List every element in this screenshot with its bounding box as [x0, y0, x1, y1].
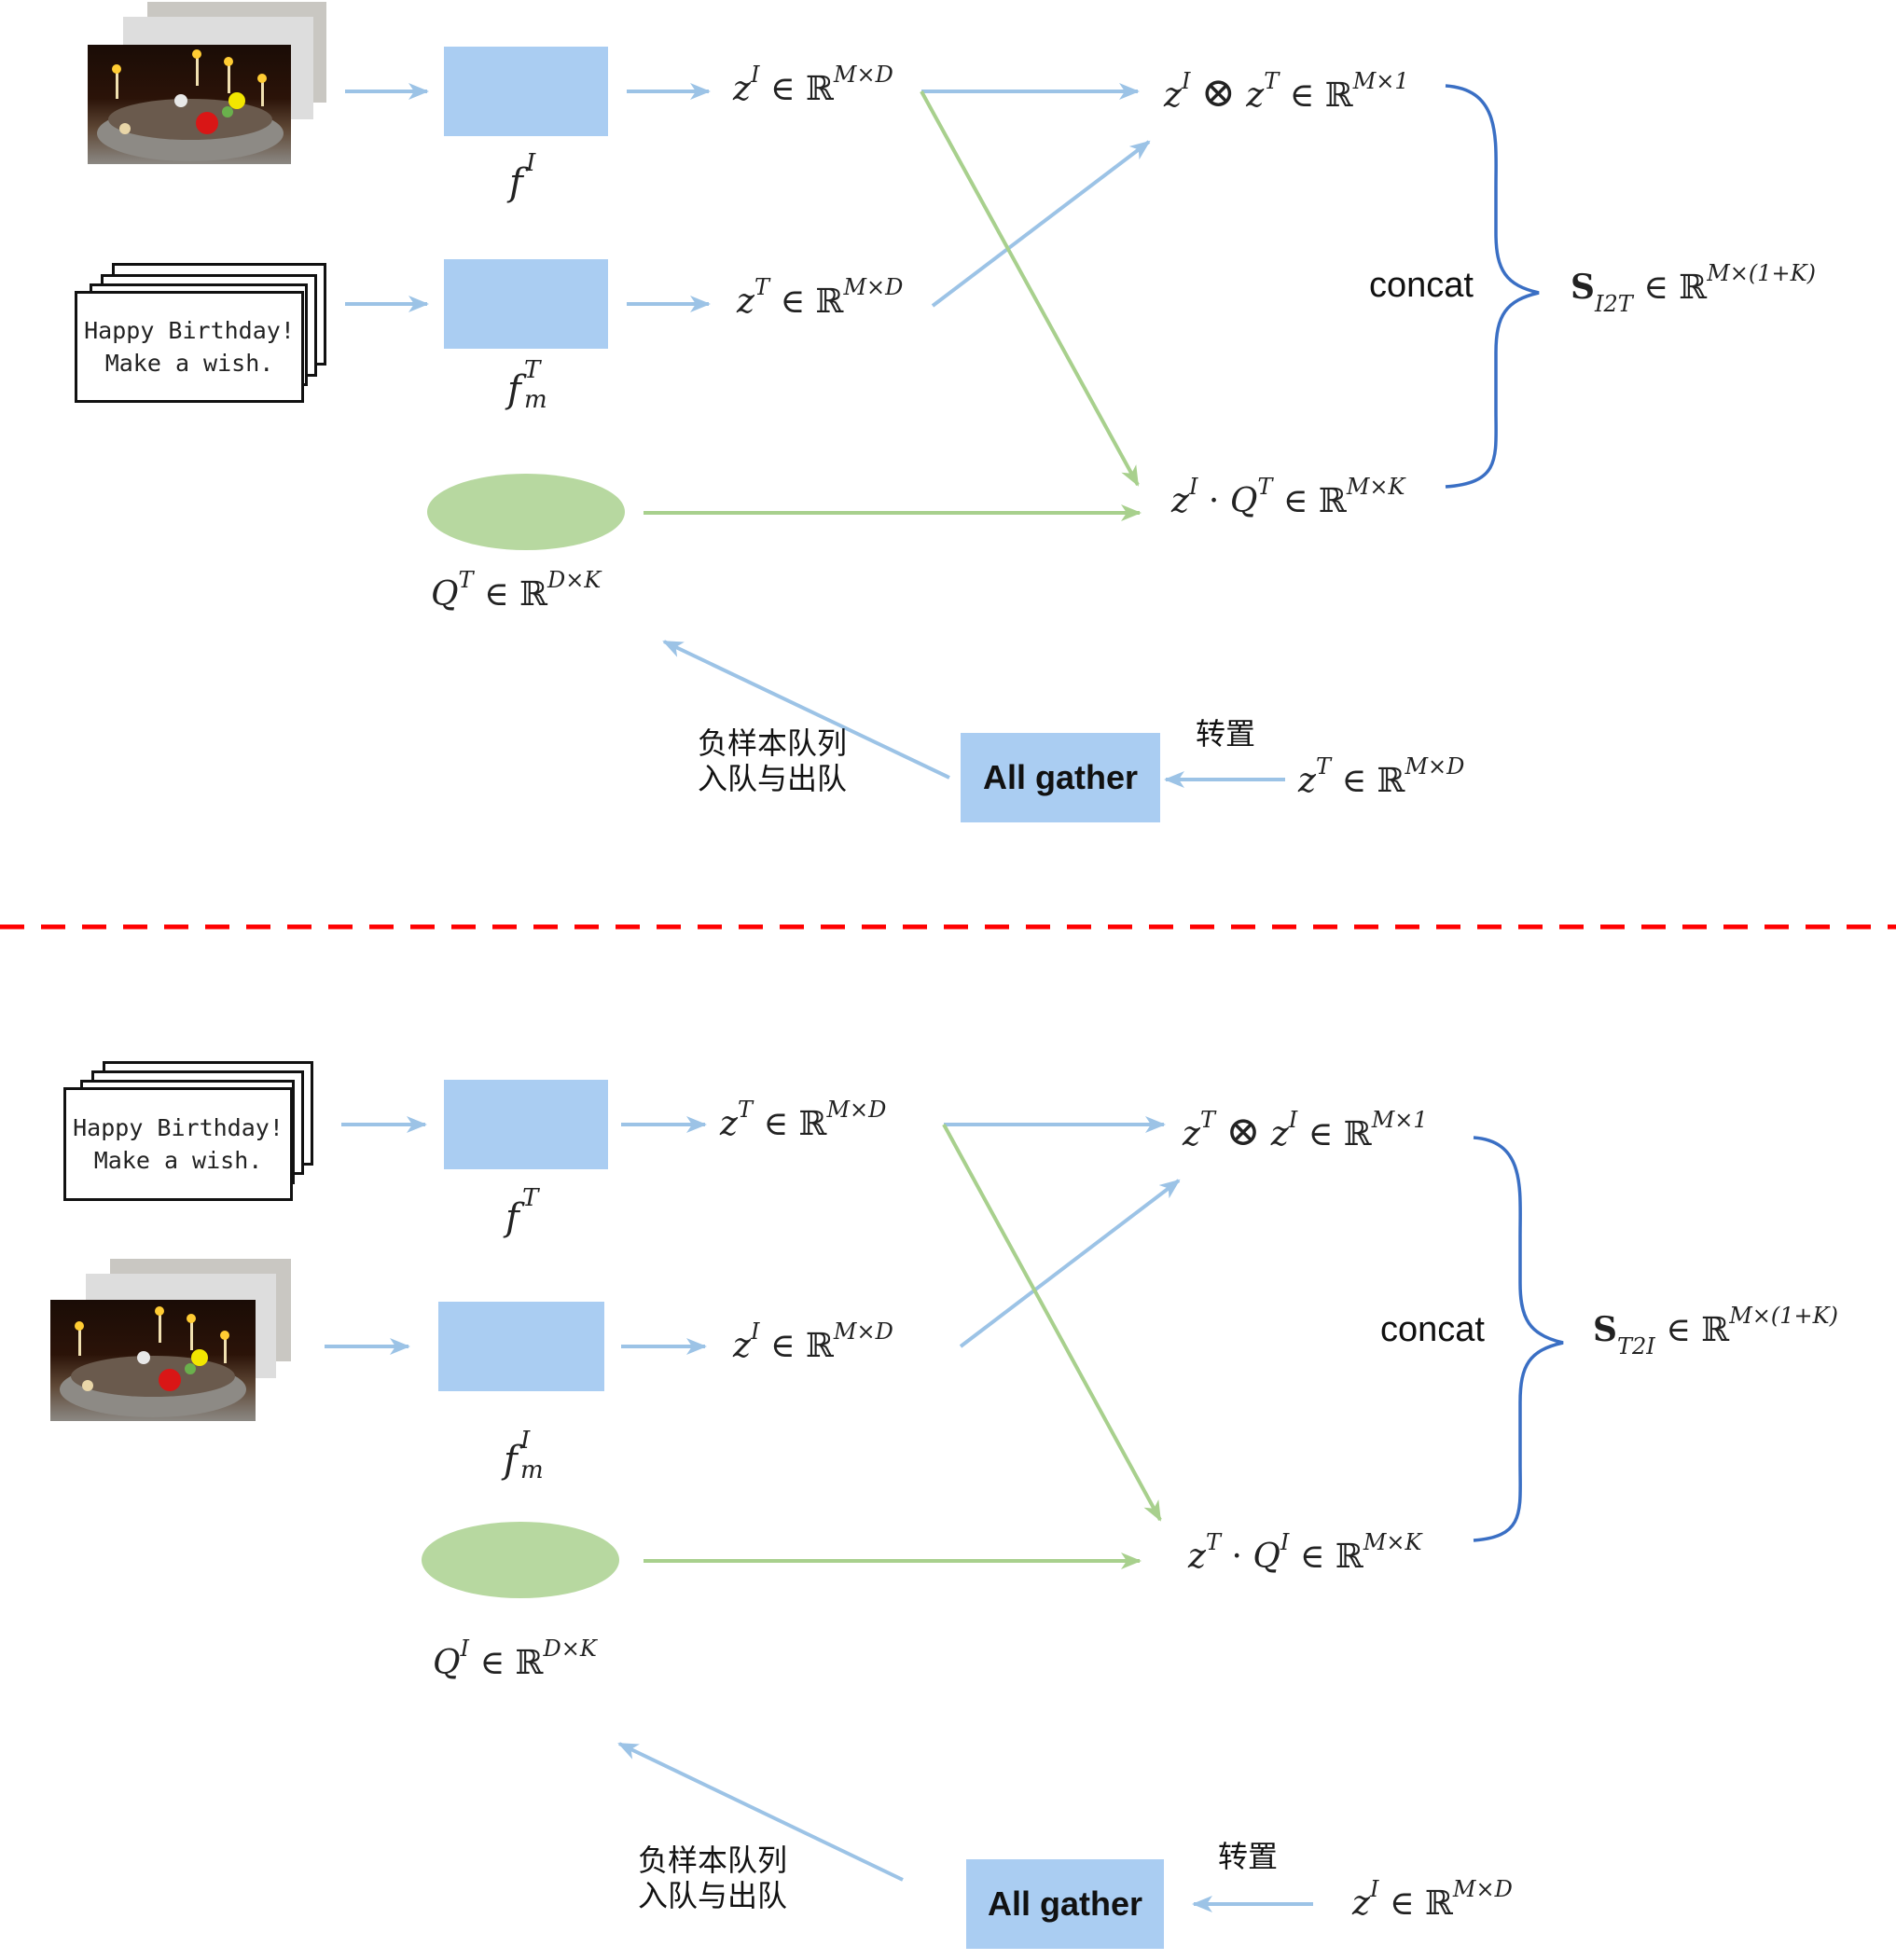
text-card: Happy Birthday! Make a wish. [75, 291, 304, 403]
queue-note-line: 入队与出队 [698, 762, 848, 796]
concat-brace-b [1473, 1136, 1564, 1542]
z-image-embedding: zI ∈ ℝM×D [733, 62, 893, 108]
all-gather-box: All gather [966, 1859, 1164, 1949]
z-text-embedding: zT ∈ ℝM×D [737, 274, 904, 321]
bottom-connectors [325, 1116, 1564, 1912]
gather-input: zI ∈ ℝM×D [1352, 1876, 1513, 1923]
text-card: Happy Birthday! Make a wish. [63, 1087, 293, 1201]
queue-note-line: 负样本队列 [638, 1843, 788, 1877]
negative-queue-ellipse [427, 474, 625, 550]
queue-note-line: 负样本队列 [698, 726, 848, 760]
birthday-cake-photo [50, 1300, 256, 1421]
text-card-line: Happy Birthday! [84, 317, 295, 344]
top-connectors [345, 83, 1540, 788]
queue-note: 负样本队列 入队与出队 [698, 725, 847, 797]
text-card-line: Happy Birthday! [73, 1114, 284, 1141]
concat-brace [1445, 84, 1540, 489]
concat-label: concat [1380, 1310, 1485, 1349]
birthday-cake-photo [88, 45, 291, 164]
transpose-label: 转置 [1196, 717, 1256, 751]
queue-label: QI ∈ ℝD×K [433, 1636, 597, 1682]
positive-similarity: zT ⊗ zI ∈ ℝM×1 [1183, 1107, 1428, 1155]
gather-input: zT ∈ ℝM×D [1298, 753, 1465, 800]
arrow-zT-to-pos-sim [931, 140, 1151, 308]
negative-queue-ellipse [422, 1522, 619, 1598]
score-matrix-i2t: SI2T ∈ ℝM×(1+K) [1571, 260, 1816, 318]
score-matrix-t2i: ST2I ∈ ℝM×(1+K) [1593, 1303, 1838, 1360]
z-image-embedding: zI ∈ ℝM×D [733, 1318, 893, 1365]
arrow-zI-to-pos-sim-b [959, 1179, 1181, 1348]
transpose-label: 转置 [1218, 1840, 1279, 1873]
negative-similarity: zI · QT ∈ ℝM×K [1171, 474, 1405, 520]
queue-label: QT ∈ ℝD×K [431, 567, 602, 614]
queue-note-line: 入队与出队 [638, 1879, 788, 1913]
queue-note: 负样本队列 入队与出队 [638, 1843, 787, 1914]
text-encoder-box [444, 1080, 608, 1169]
text-card-line: Make a wish. [104, 350, 274, 377]
all-gather-box: All gather [961, 733, 1160, 822]
text-encoder-box [444, 259, 608, 349]
arrow-gather-to-queue [662, 640, 950, 780]
arrow-zI-to-neg-sim [920, 90, 1140, 487]
concat-label: concat [1369, 266, 1474, 305]
negative-similarity: zT · QI ∈ ℝM×K [1188, 1529, 1422, 1576]
arrow-gather-to-queue-b [617, 1742, 904, 1882]
image-encoder-box [438, 1302, 604, 1391]
text-card-line: Make a wish. [93, 1147, 263, 1174]
positive-similarity: zI ⊗ zT ∈ ℝM×1 [1164, 68, 1409, 117]
z-text-embedding: zT ∈ ℝM×D [720, 1097, 887, 1143]
arrow-zT-to-neg-sim-b [942, 1124, 1162, 1522]
image-encoder-box [444, 47, 608, 136]
